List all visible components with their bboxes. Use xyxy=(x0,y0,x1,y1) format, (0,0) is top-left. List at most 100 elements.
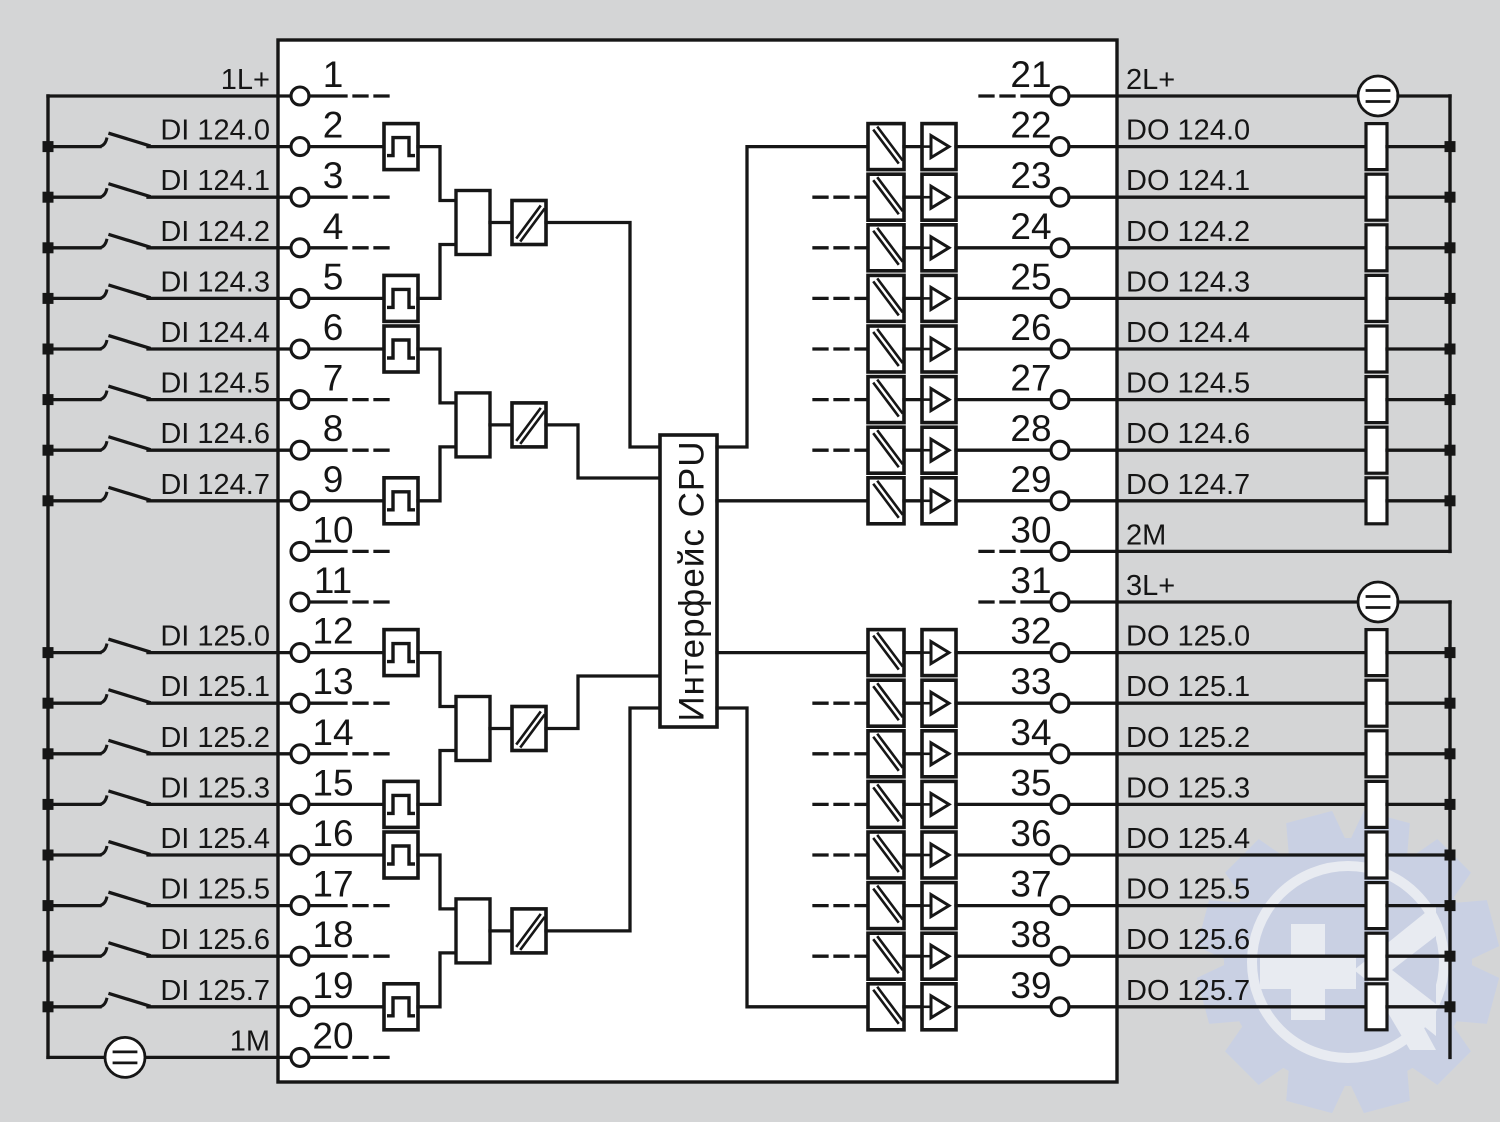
terminal-circle xyxy=(289,642,311,664)
terminal-label: DO 125.3 xyxy=(1126,772,1250,804)
driver-icon xyxy=(920,172,958,222)
terminal-number: 18 xyxy=(312,914,353,955)
terminal-label: DO 125.0 xyxy=(1126,621,1250,653)
gear-tooth xyxy=(1225,1024,1286,1085)
power-supply-icon xyxy=(1356,580,1400,624)
optocoupler-diagonal xyxy=(515,204,542,240)
terminal-circle xyxy=(289,540,311,562)
switch-contact-icon xyxy=(107,485,152,502)
optocoupler-icon xyxy=(866,324,906,374)
terminal-number: 29 xyxy=(1010,459,1051,500)
optocoupler-diagonal xyxy=(872,381,900,418)
driver-icon xyxy=(920,121,958,172)
driver-icon xyxy=(920,324,958,374)
optocoupler-diagonal xyxy=(519,207,546,243)
optocoupler-icon xyxy=(866,728,906,779)
group-collector-block xyxy=(454,188,492,257)
switch-contact-icon xyxy=(99,137,109,149)
driver-icon xyxy=(920,830,958,880)
switch-contact-icon xyxy=(107,890,152,907)
driver-icon xyxy=(920,728,958,779)
optocoupler-diagonal xyxy=(872,786,900,823)
optocoupler-icon xyxy=(866,880,906,931)
terminal-circle xyxy=(289,287,311,309)
terminal-circle xyxy=(289,136,311,158)
terminal-label: 2M xyxy=(1126,519,1166,551)
optocoupler-diagonal xyxy=(872,280,900,317)
terminal-label: DO 124.2 xyxy=(1126,216,1250,248)
gear-tooth xyxy=(1196,900,1242,960)
optocoupler-diagonal xyxy=(876,429,904,466)
optocoupler-icon xyxy=(866,830,906,880)
terminal-circle xyxy=(289,844,311,866)
switch-contact-icon xyxy=(107,384,152,401)
optocoupler-diagonal xyxy=(872,938,900,975)
input-filter-icon xyxy=(382,121,420,172)
switch-contact-icon xyxy=(99,896,109,908)
terminal-circle xyxy=(289,439,311,461)
terminal-circle xyxy=(1049,642,1071,664)
terminal-number: 23 xyxy=(1010,155,1051,196)
terminal-number: 34 xyxy=(1010,712,1051,753)
terminal-number: 26 xyxy=(1010,307,1051,348)
left-terminal-row-1: 1L+1 xyxy=(46,54,390,107)
cpu-interface-label: Интерфейс CPU xyxy=(673,441,712,722)
terminal-circle xyxy=(1049,490,1071,512)
di-group-4 xyxy=(454,706,662,965)
terminal-label: DO 124.7 xyxy=(1126,469,1250,501)
optocoupler-icon xyxy=(510,401,548,449)
driver-icon xyxy=(920,425,958,476)
terminal-number: 35 xyxy=(1010,762,1051,803)
optocoupler-icon xyxy=(866,273,906,324)
optocoupler-icon xyxy=(866,374,906,425)
terminal-label: 1M xyxy=(230,1025,270,1057)
input-filter-icon xyxy=(382,779,420,830)
terminal-label: DO 125.2 xyxy=(1126,722,1250,754)
terminal-label: DI 124.2 xyxy=(160,216,270,248)
gear-tooth xyxy=(1454,964,1500,1024)
di-group-2 xyxy=(454,391,662,480)
optocoupler-diagonal xyxy=(872,634,900,671)
optocoupler-diagonal xyxy=(872,432,900,469)
load-icon xyxy=(1364,678,1389,728)
optocoupler-icon xyxy=(866,627,906,678)
logo-cross-v xyxy=(1291,924,1325,1020)
load-icon xyxy=(1364,425,1389,475)
optocoupler-icon xyxy=(866,779,906,830)
right-terminal-row-35: 35 DO 125.3 xyxy=(812,762,1456,830)
optocoupler-diagonal xyxy=(876,328,904,364)
input-filter-icon xyxy=(382,981,420,1032)
terminal-circle xyxy=(1049,186,1071,208)
optocoupler-icon xyxy=(866,981,906,1032)
terminal-number: 25 xyxy=(1010,256,1051,297)
terminal-label: DI 124.3 xyxy=(160,266,270,298)
optocoupler-diagonal xyxy=(872,331,900,367)
terminal-label: DO 124.3 xyxy=(1126,266,1250,298)
cpu-to-do-wire xyxy=(715,144,870,449)
terminal-label: DI 125.5 xyxy=(160,874,270,906)
optocoupler-icon xyxy=(866,931,906,982)
optocoupler-diagonal xyxy=(876,277,904,314)
input-filter-icon xyxy=(382,627,420,678)
driver-icon xyxy=(920,475,958,526)
optocoupler-icon xyxy=(866,121,906,172)
terminal-circle xyxy=(289,945,311,967)
optocoupler-icon xyxy=(510,198,548,247)
terminal-label: DI 124.5 xyxy=(160,368,270,400)
terminal-label: DI 125.6 xyxy=(160,924,270,956)
optocoupler-diagonal xyxy=(876,176,904,213)
terminal-label: DI 124.6 xyxy=(160,418,270,450)
optocoupler-diagonal xyxy=(876,783,904,820)
optocoupler-diagonal xyxy=(872,887,900,924)
terminal-label: DO 124.0 xyxy=(1126,115,1250,147)
terminal-circle xyxy=(1049,389,1071,411)
switch-contact-icon xyxy=(107,637,152,654)
